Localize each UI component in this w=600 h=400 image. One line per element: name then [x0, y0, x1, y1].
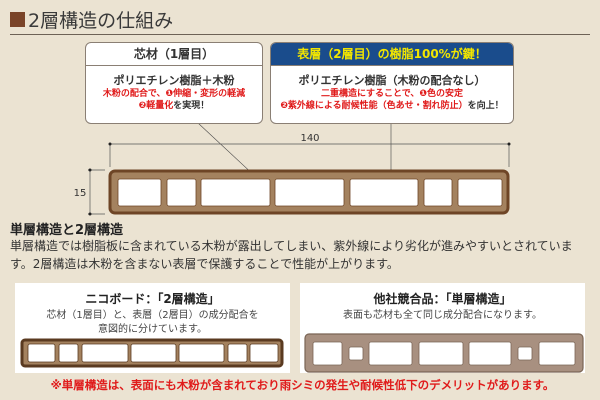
niko-title: ニコボード：「2層構造」: [85, 292, 220, 306]
hollow-cell: [423, 178, 453, 207]
title-square-icon: [10, 12, 25, 27]
hollow-cell: [368, 341, 413, 366]
section-heading: 単層構造と2層構造: [10, 223, 124, 238]
surface-layer-box: 表層（2層目）の樹脂100%が鍵！ ポリエチレン樹脂（木粉の配合なし） 二重構造…: [270, 42, 514, 124]
hollow-cell: [166, 178, 197, 207]
hollow-cell: [418, 341, 464, 366]
hollow-cell: [348, 346, 364, 361]
competitor-desc: 表面も芯材も全て同じ成分配合になります。: [343, 310, 542, 321]
niko-desc-2: 意図的に分けています。: [98, 324, 207, 335]
hollow-cell: [457, 178, 503, 207]
core-layer-benefit-1: 木粉の配合で、❶伸縮・変形の軽減: [102, 89, 246, 99]
hollow-cell: [81, 343, 129, 363]
hollow-cell: [117, 178, 162, 207]
hollow-cell: [178, 343, 225, 363]
comparison-boards: [20, 333, 584, 373]
core-layer-material: ポリエチレン樹脂＋木粉: [113, 74, 235, 87]
core-layer-header: 芯材（1層目）: [86, 43, 262, 66]
competitor-title: 他社競合品：「単層構造」: [373, 292, 512, 306]
hollow-cell: [249, 343, 279, 363]
surface-layer-benefit-2: ❷紫外線による耐候性能（色あせ・割れ防止）を向上！: [280, 101, 504, 111]
core-layer-benefit-2: ❷軽量化を実現！: [138, 101, 210, 111]
hollow-cell: [312, 341, 343, 366]
title-divider: [10, 34, 590, 35]
hollow-cell: [27, 343, 56, 363]
surface-layer-header: 表層（2層目）の樹脂100%が鍵！: [271, 43, 513, 66]
hollow-cell: [200, 178, 271, 207]
niko-desc-1: 芯材（1層目）と、表層（2層目）の成分配合を: [46, 310, 259, 321]
section-body: 単層構造では樹脂板に含まれている木粉が露出してしまい、紫外線により劣化が進みやす…: [10, 239, 573, 271]
surface-layer-benefit-1: 二重構造にすることで、❶色の安定: [320, 89, 464, 99]
hollow-cell: [130, 343, 177, 363]
warning-note: ※単層構造は、表面にも木粉が含まれており雨シミの発生や耐候性低下のデメリットがあ…: [50, 378, 555, 392]
height-dimension-label: 15: [74, 188, 87, 199]
page-title: 2層構造の仕組み: [10, 6, 173, 33]
hollow-cell: [349, 178, 419, 207]
width-dimension-label: 140: [300, 133, 319, 144]
hollow-cell: [517, 346, 533, 361]
hollow-cell: [274, 178, 345, 207]
core-layer-box: 芯材（1層目） ポリエチレン樹脂＋木粉 木粉の配合で、❶伸縮・変形の軽減 ❷軽量…: [85, 42, 263, 124]
board-diagram: 140 15: [74, 122, 511, 216]
title-text: 2層構造の仕組み: [28, 10, 174, 32]
hollow-cell: [538, 341, 576, 366]
hollow-cell: [58, 343, 79, 363]
hollow-cell: [227, 343, 248, 363]
hollow-cell: [468, 341, 512, 366]
surface-layer-material: ポリエチレン樹脂（木粉の配合なし）: [298, 74, 486, 87]
